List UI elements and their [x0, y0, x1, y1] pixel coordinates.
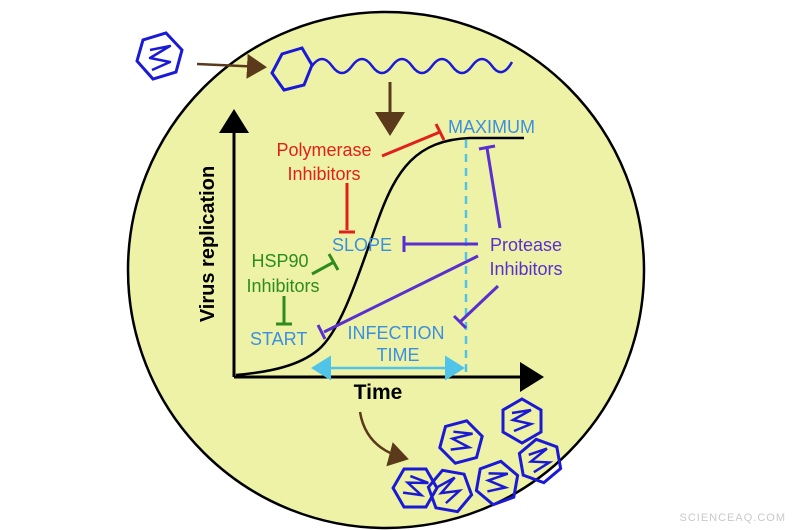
release-arrow [358, 411, 409, 467]
infection-label-line2: TIME [377, 345, 420, 365]
start-label: START [250, 329, 307, 349]
hsp90-label-line2: Inhibitors [246, 276, 319, 296]
slope-label: SLOPE [332, 235, 392, 255]
hsp90-inhibition-lines [276, 253, 340, 326]
y-axis-label: Virus replication [197, 166, 219, 322]
polymerase-label-line2: Inhibitors [287, 164, 360, 184]
virus-particle-icon [135, 31, 184, 81]
replication-curve [235, 136, 524, 377]
protease-label-line2: Inhibitors [489, 259, 562, 279]
hsp90-label-line1: HSP90 [251, 251, 308, 271]
polymerase-inhibition-lines [339, 123, 446, 234]
x-axis-label: Time [354, 381, 403, 404]
maximum-label: MAXIMUM [448, 117, 535, 137]
watermark: SCIENCEAQ.COM [679, 512, 786, 524]
polymerase-label-line1: Polymerase [276, 140, 371, 160]
uncoated-virus-rna-icon [270, 46, 514, 92]
infection-label-line1: INFECTION [348, 323, 445, 343]
background-circle [126, 10, 646, 530]
progeny-virus-icon [391, 397, 563, 514]
entry-arrow [196, 53, 267, 79]
protease-inhibition-lines [316, 144, 502, 340]
protease-label-line1: Protease [490, 235, 562, 255]
